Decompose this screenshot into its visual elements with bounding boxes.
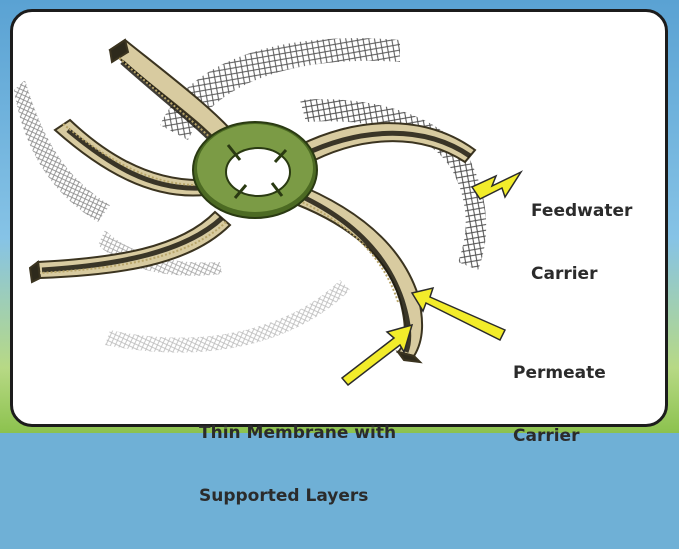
label-feedwater-line1: Feedwater bbox=[531, 201, 632, 222]
label-permeate-line1: Permeate bbox=[513, 363, 606, 384]
label-membrane-line2: Supported Layers bbox=[199, 486, 396, 507]
label-membrane-line1: Thin Membrane with bbox=[199, 423, 396, 444]
label-thin-membrane: Thin Membrane with Supported Layers bbox=[199, 381, 396, 549]
label-permeate-line2: Carrier bbox=[513, 426, 606, 447]
arrow-feedwater bbox=[472, 172, 521, 199]
feed-spacer-mesh-bottom bbox=[105, 280, 350, 353]
label-feedwater-carrier: Feedwater Carrier bbox=[531, 159, 632, 327]
label-feedwater-line2: Carrier bbox=[531, 264, 632, 285]
label-permeate-carrier: Permeate Carrier bbox=[513, 321, 606, 489]
core-tube bbox=[193, 122, 317, 218]
diagram-stage: Feedwater Carrier Permeate Carrier Thin … bbox=[0, 0, 679, 433]
arrow-permeate bbox=[412, 288, 505, 340]
